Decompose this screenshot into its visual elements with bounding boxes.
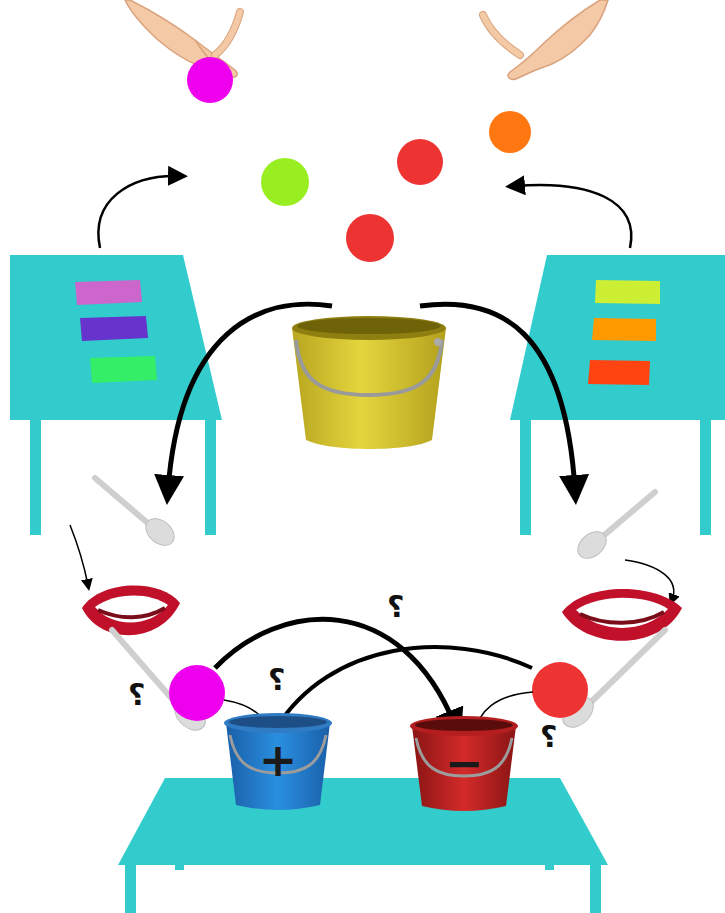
question-mark: ؟: [128, 680, 145, 710]
spoon: [573, 492, 655, 564]
spoon: [95, 478, 179, 551]
leader-arrow: [70, 525, 88, 585]
question-mark: ؟: [268, 665, 285, 695]
question-mark: ؟: [540, 722, 557, 752]
bucket-sign: −: [408, 740, 520, 786]
table-right: [510, 255, 725, 535]
table-bottom: [118, 778, 608, 913]
table-left: [10, 255, 222, 535]
ball-green: [261, 158, 309, 206]
bucket-sign: +: [222, 737, 334, 783]
mouth: [82, 586, 180, 636]
leader-arrow: [98, 176, 178, 248]
ball-magenta: [169, 665, 225, 721]
leader-arrow: [515, 185, 631, 248]
sorting-bucket: +: [222, 705, 334, 813]
flow-arrow: [420, 304, 575, 490]
sorting-bucket: −: [408, 708, 520, 814]
yellow-bucket: [292, 316, 446, 449]
hand-right: [483, 0, 608, 79]
question-mark: ؟: [387, 592, 404, 622]
ball-magenta: [187, 57, 233, 103]
ball-orange: [489, 111, 531, 153]
ball-red: [532, 662, 588, 718]
ball-red: [346, 214, 394, 262]
ball-red: [397, 139, 443, 185]
flow-arrow: [168, 304, 332, 490]
